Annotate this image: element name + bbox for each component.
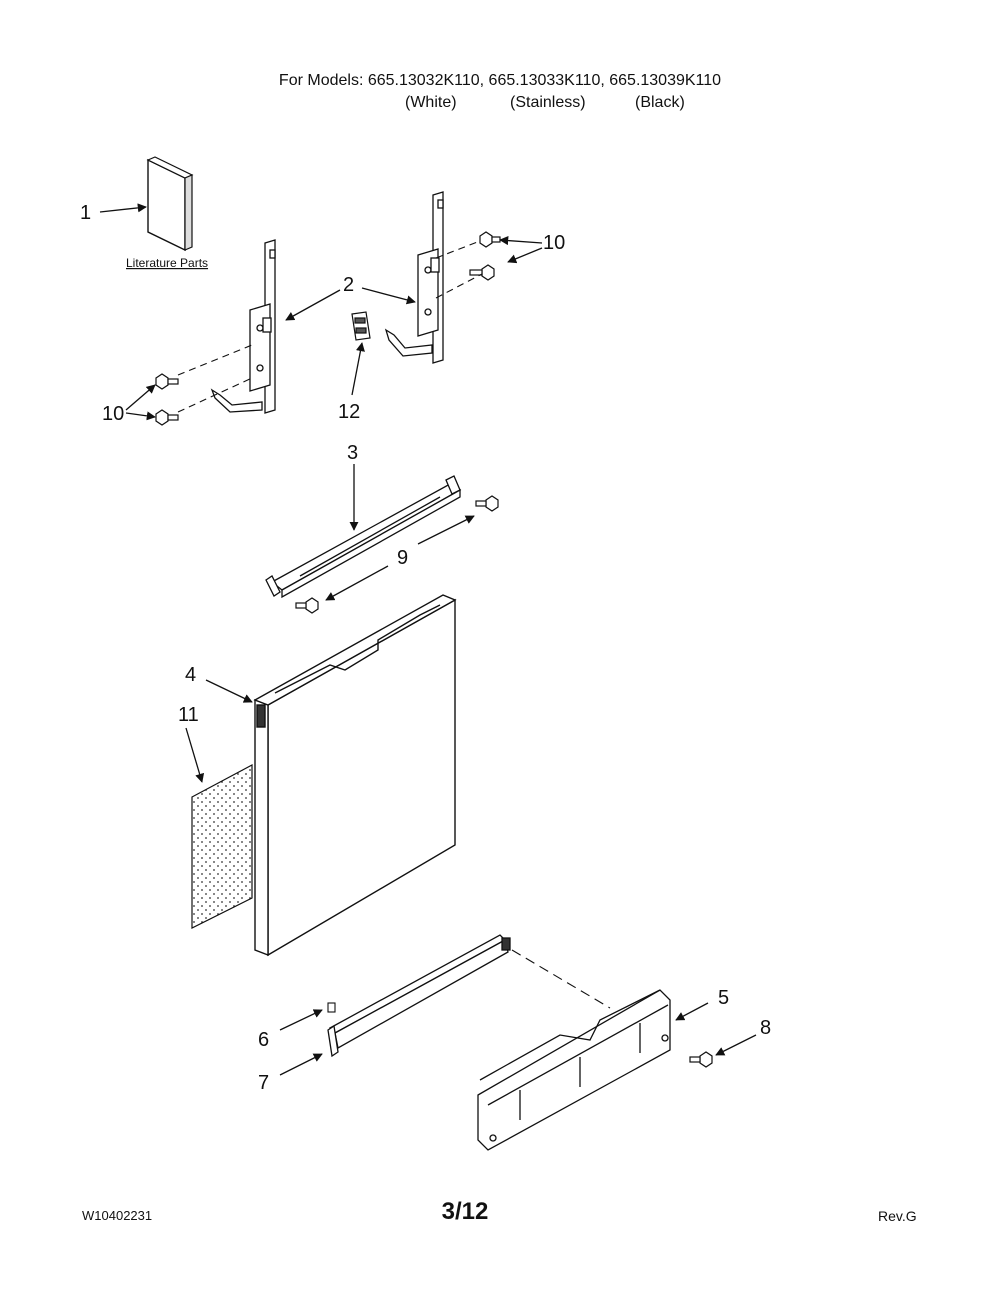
screw-9-right: [475, 495, 499, 512]
callout-10-lower: 10: [102, 403, 124, 425]
models-line: For Models: 665.13032K110, 665.13033K110…: [278, 72, 722, 89]
insulation-pad: [191, 764, 253, 929]
color-stainless: (Stainless): [510, 94, 586, 111]
callout-9: 9: [397, 547, 408, 569]
door-top-rail: [265, 475, 462, 599]
revision-label: Rev.G: [878, 1208, 917, 1224]
callout-3: 3: [347, 442, 358, 464]
door-bottom-rail: [327, 934, 511, 1058]
literature-parts-label: Literature Parts: [126, 256, 208, 270]
screw-10-lower-a: [155, 373, 179, 390]
screw-10-upper-a: [479, 231, 501, 248]
callout-11: 11: [178, 704, 199, 726]
clip-6: [327, 1002, 336, 1013]
color-black: (Black): [635, 94, 685, 111]
callout-8: 8: [760, 1017, 771, 1039]
page-number: 3/12: [441, 1198, 489, 1225]
hinge-bracket-right: [384, 191, 444, 364]
color-variants: (White) (Stainless) (Black): [0, 92, 1000, 114]
page-header: For Models: 665.13032K110, 665.13033K110…: [0, 70, 1000, 114]
door-panel: [253, 594, 457, 957]
callout-2: 2: [343, 274, 354, 296]
callout-4: 4: [185, 664, 196, 686]
literature-parts: Literature Parts: [126, 156, 208, 270]
clip-12: [351, 311, 371, 341]
callout-10-upper: 10: [543, 232, 565, 254]
screw-10-upper-b: [469, 264, 495, 281]
callout-12: 12: [338, 401, 360, 423]
callout-1: 1: [80, 202, 91, 224]
callout-7: 7: [258, 1072, 269, 1094]
callout-6: 6: [258, 1029, 269, 1051]
document-number: W10402231: [82, 1208, 153, 1223]
toe-panel: [477, 989, 671, 1151]
screw-9-left: [295, 597, 319, 614]
hinge-bracket-left: [210, 239, 276, 414]
screw-10-lower-b: [155, 409, 179, 426]
color-white: (White): [405, 94, 457, 111]
screw-8: [689, 1051, 713, 1068]
callout-5: 5: [718, 987, 729, 1009]
